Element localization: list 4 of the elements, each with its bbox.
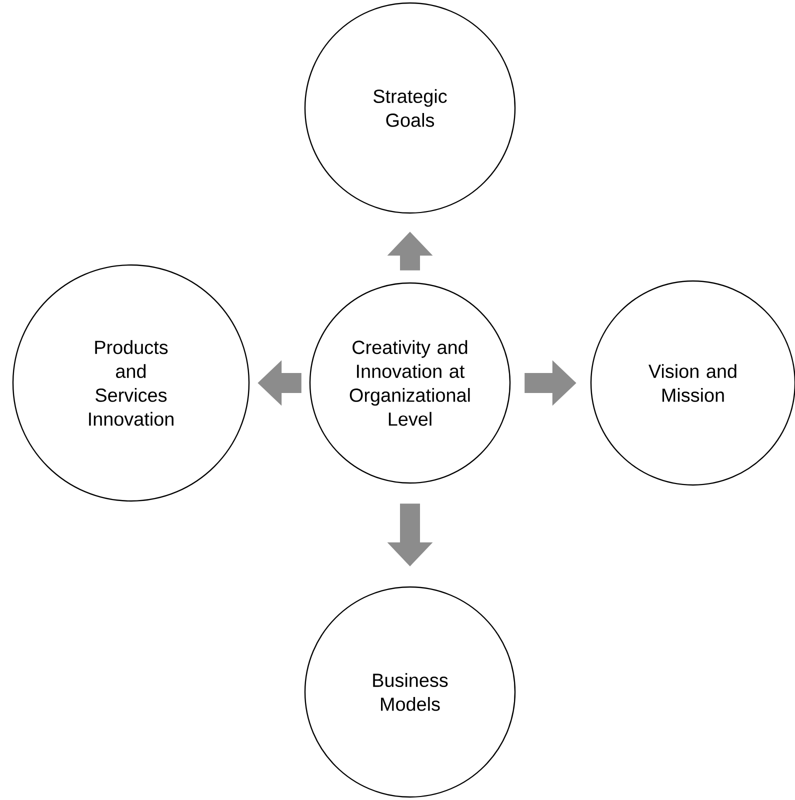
circle-node: Products and Services Innovation xyxy=(12,264,250,502)
circle-node: Creativity and Innovation at Organizational Level xyxy=(309,282,511,484)
circle-node: Strategic Goals xyxy=(304,2,516,214)
circle-node: Business Models xyxy=(304,586,516,798)
